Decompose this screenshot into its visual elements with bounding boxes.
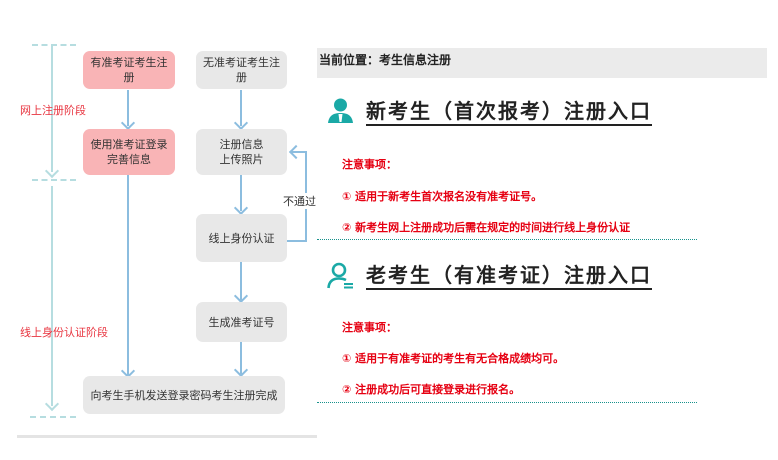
box-register-upload-photo: 注册信息上传照片	[196, 129, 287, 175]
reject-loop-line	[287, 240, 306, 242]
divider	[17, 435, 317, 438]
arrow-down-icon	[233, 362, 249, 378]
user-outline-icon	[327, 262, 353, 289]
box-text: 生成准考证号	[208, 315, 275, 329]
stage-label-online-verify: 线上身份认证阶段	[20, 326, 108, 339]
user-filled-icon	[328, 98, 353, 123]
box-text: 注册信息	[219, 138, 264, 151]
arrow-left-icon	[288, 144, 304, 160]
new-candidate-register-link[interactable]: 新考生（首次报考）注册入口	[366, 99, 652, 126]
divider	[317, 239, 697, 240]
note-item: ② 注册成功后可直接登录进行报名。	[342, 383, 521, 396]
returning-candidate-register-link[interactable]: 老考生（有准考证）注册入口	[366, 263, 652, 290]
stage-divider	[32, 44, 76, 46]
arrow-down-icon	[120, 115, 136, 131]
flow-arrow	[240, 90, 242, 126]
box-text: 上传照片	[219, 153, 264, 166]
box-generate-ticket: 生成准考证号	[196, 302, 287, 342]
registration-flowchart: 网上注册阶段 线上身份认证阶段 有准考证考生注册 使用准考证登录完善信息 无准考…	[0, 0, 318, 460]
box-online-verify: 线上身份认证	[196, 214, 287, 262]
flow-arrow	[127, 90, 129, 126]
notes-heading: 注意事项：	[342, 321, 397, 334]
box-no-ticket-register: 无准考证考生注册	[196, 51, 287, 89]
arrow-down-icon	[44, 163, 60, 179]
reject-loop-line	[290, 151, 307, 153]
stage-axis	[51, 186, 53, 406]
note-item: ① 适用于新考生首次报名没有准考证号。	[342, 190, 543, 203]
flow-arrow	[240, 262, 242, 300]
box-login-complete-info: 使用准考证登录完善信息	[83, 129, 175, 175]
box-text: 无准考证考生注	[203, 56, 280, 69]
stage-divider	[30, 416, 76, 418]
divider	[317, 402, 697, 403]
box-has-ticket-register: 有准考证考生注册	[83, 51, 175, 89]
stage-divider	[32, 179, 76, 181]
box-text: 线上身份认证	[208, 231, 275, 245]
box-text: 完善信息	[107, 153, 151, 166]
box-text: 向考生手机发送登录密码考生注册完成	[90, 388, 278, 402]
box-send-password-complete: 向考生手机发送登录密码考生注册完成	[83, 376, 285, 414]
note-item: ② 新考生网上注册成功后需在规定的时间进行线上身份认证	[342, 221, 631, 234]
arrow-down-icon	[44, 396, 60, 412]
breadcrumb: 当前位置：考生信息注册	[317, 48, 767, 78]
box-text: 使用准考证登录	[90, 138, 168, 151]
arrow-down-icon	[233, 115, 249, 131]
flow-arrow	[240, 175, 242, 211]
box-text: 册	[123, 71, 135, 84]
notes-heading: 注意事项：	[342, 158, 397, 171]
note-item: ① 适用于有准考证的考生有无合格成绩均可。	[342, 352, 565, 365]
flow-arrow	[240, 342, 242, 374]
arrow-down-icon	[233, 200, 249, 216]
box-text: 册	[236, 71, 247, 84]
arrow-down-icon	[233, 288, 249, 304]
stage-label-online-register: 网上注册阶段	[20, 104, 86, 117]
reject-label: 不通过	[283, 193, 316, 209]
stage-axis	[51, 46, 53, 172]
box-text: 有准考证考生注	[90, 56, 168, 69]
breadcrumb-text: 当前位置：考生信息注册	[319, 53, 452, 67]
flow-arrow	[127, 175, 129, 375]
